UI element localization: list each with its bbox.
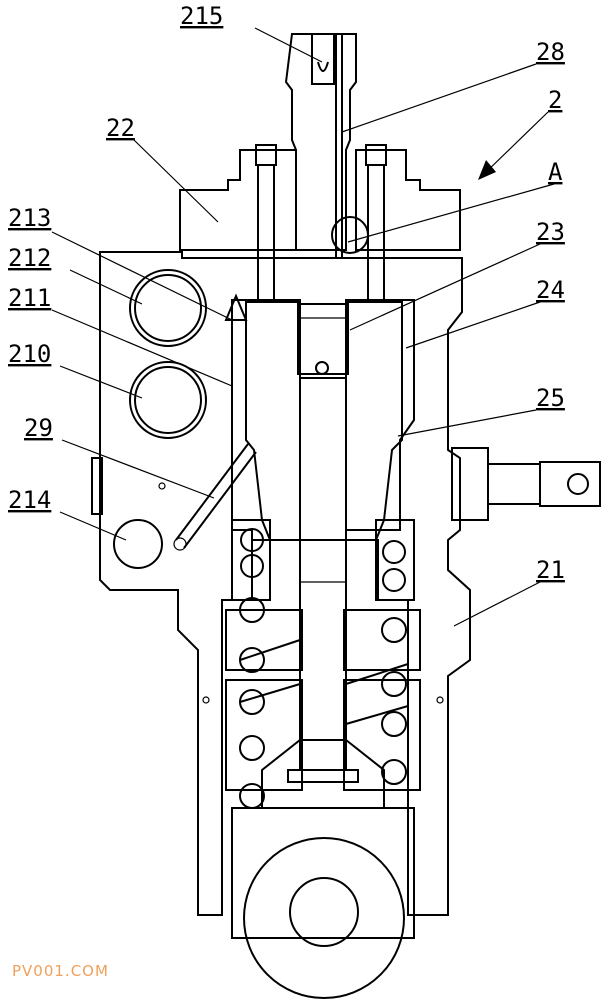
label-A: A	[548, 158, 563, 186]
label-24: 24	[536, 276, 565, 304]
top-cap	[179, 144, 461, 301]
label-29: 29	[24, 414, 53, 442]
upper-piston	[245, 301, 403, 541]
label-25: 25	[536, 384, 565, 412]
watermark-text: PV001.COM	[12, 962, 109, 980]
label-212: 212	[8, 244, 51, 272]
label-2: 2	[548, 86, 562, 114]
top-stem	[284, 33, 369, 258]
label-22: 22	[106, 114, 135, 142]
label-211: 211	[8, 284, 51, 312]
label-214: 214	[8, 486, 51, 514]
lower-seat	[261, 739, 385, 809]
valve-body	[91, 251, 601, 916]
leader-lines	[51, 27, 555, 627]
ports	[113, 269, 444, 704]
label-23: 23	[536, 218, 565, 246]
label-21: 21	[536, 556, 565, 584]
label-215: 215	[180, 2, 223, 30]
label-210: 210	[8, 340, 51, 368]
cam-roller	[231, 807, 415, 999]
spring-coils	[239, 528, 409, 809]
reference-labels: 215 28 2 22 A 23 213 212 24 211 210 25 2…	[8, 2, 565, 584]
central-shaft	[299, 377, 347, 771]
label-213: 213	[8, 204, 51, 232]
label-28: 28	[536, 38, 565, 66]
